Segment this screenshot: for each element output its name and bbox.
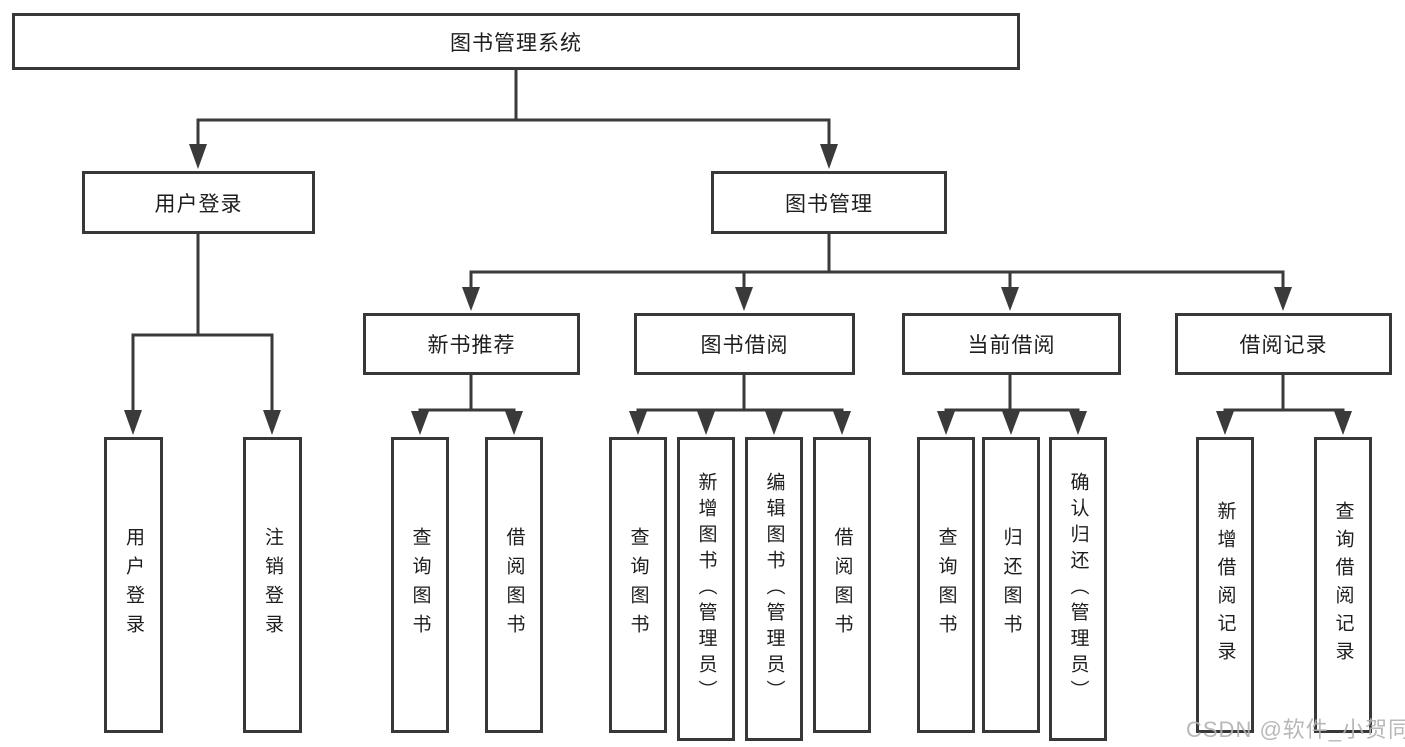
arrowhead	[411, 411, 429, 435]
arrowhead	[735, 287, 753, 311]
arrowhead	[937, 411, 955, 435]
node-root: 图书管理系统	[12, 13, 1020, 70]
arrowhead	[629, 411, 647, 435]
leaf-query-borrow-record: 查询借阅记录	[1314, 437, 1372, 733]
arrowhead	[833, 411, 851, 435]
arrowhead	[1069, 411, 1087, 435]
csdn-watermark: CSDN @软件_小贺同学	[1186, 717, 1405, 742]
leaf-logout: 注销登录	[243, 437, 302, 733]
arrowhead	[820, 144, 838, 169]
arrowhead	[1001, 287, 1019, 311]
node-new-book-recommend: 新书推荐	[363, 313, 580, 375]
leaf-edit-books-admin: 编辑图书（管理员）	[745, 437, 803, 741]
arrowhead	[462, 287, 480, 311]
node-borrow-records: 借阅记录	[1175, 313, 1392, 375]
arrowhead	[1334, 411, 1352, 435]
leaf-confirm-return-admin: 确认归还（管理员）	[1049, 437, 1107, 741]
leaf-add-borrow-record: 新增借阅记录	[1196, 437, 1254, 733]
node-current-borrow: 当前借阅	[902, 313, 1121, 375]
leaf-return-books: 归还图书	[982, 437, 1040, 733]
arrowhead	[505, 411, 523, 435]
arrowhead	[1274, 287, 1292, 311]
arrowhead	[697, 411, 715, 435]
leaf-add-books-admin: 新增图书（管理员）	[677, 437, 735, 741]
arrowhead	[1002, 411, 1020, 435]
arrowhead	[765, 411, 783, 435]
node-book-management: 图书管理	[711, 171, 947, 234]
arrowhead	[263, 410, 281, 435]
arrowhead	[1216, 411, 1234, 435]
leaf-borrow-books-2: 借阅图书	[813, 437, 871, 733]
arrowhead	[124, 410, 142, 435]
leaf-query-books-2: 查询图书	[609, 437, 667, 733]
leaf-query-books-1: 查询图书	[391, 437, 449, 733]
node-book-borrow: 图书借阅	[634, 313, 855, 375]
leaf-user-login: 用户登录	[104, 437, 163, 733]
leaf-query-books-3: 查询图书	[917, 437, 975, 733]
leaf-borrow-books-1: 借阅图书	[485, 437, 543, 733]
arrowhead	[189, 144, 207, 169]
node-user-login: 用户登录	[82, 171, 315, 234]
